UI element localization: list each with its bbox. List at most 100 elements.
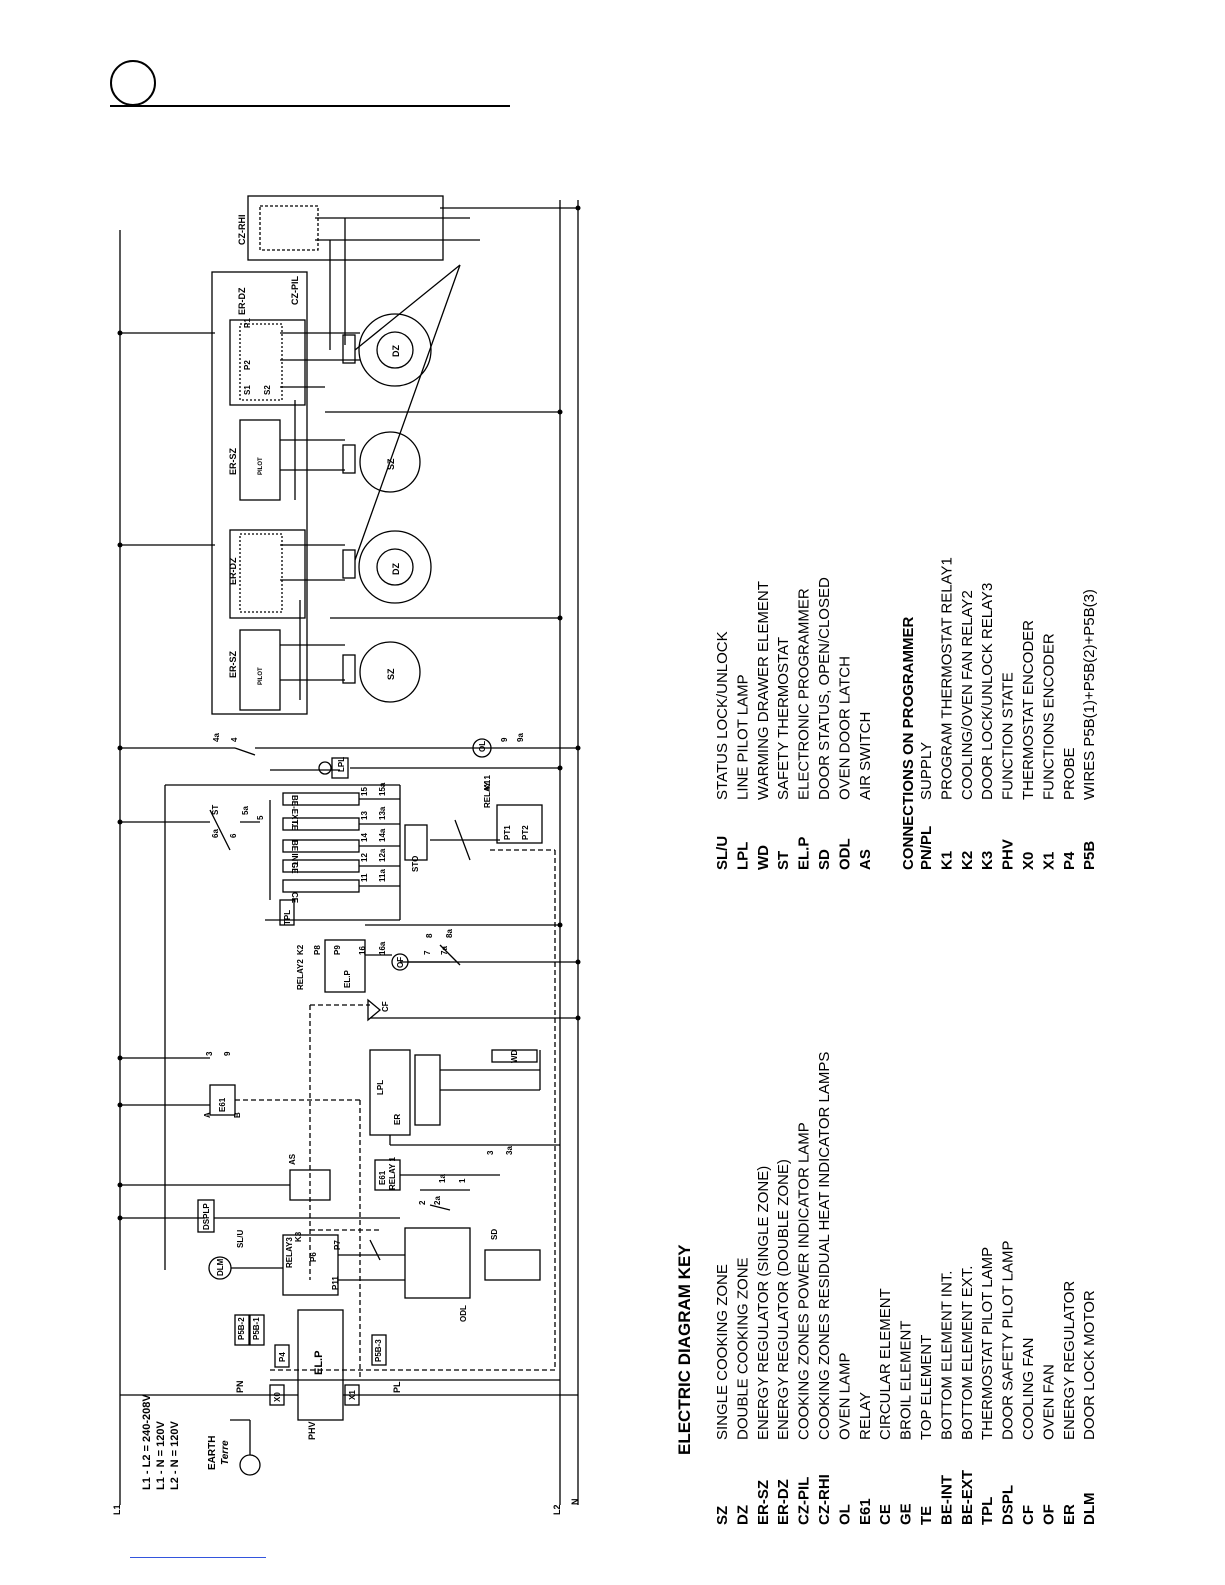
label-p8: P8 xyxy=(313,945,322,955)
key-code: EL.P xyxy=(796,837,813,870)
oven-lamp-ol xyxy=(472,738,492,758)
key-description: WIRES P5B(1)+P5B(2)+P5B(3) xyxy=(1081,589,1098,800)
terminal-12a: 12a xyxy=(378,848,387,862)
key-code: K3 xyxy=(979,851,996,870)
zone-dz-2 xyxy=(358,530,432,604)
label-sz-2: SZ xyxy=(386,668,396,680)
key-description: AIR SWITCH xyxy=(857,712,874,800)
terminal-13a: 13a xyxy=(378,806,387,820)
label-ol: OL xyxy=(478,741,487,752)
label-p9: P9 xyxy=(333,945,342,955)
label-st: ST xyxy=(211,805,220,815)
key-code: LPL xyxy=(734,842,751,870)
label-ce: CE xyxy=(290,892,299,904)
label-as: AS xyxy=(288,1153,297,1165)
er-sz-2-box xyxy=(239,629,281,711)
key-code: PN/PL xyxy=(918,826,935,870)
terminal-p1: P1 xyxy=(243,318,252,328)
key-description: SUPPLY xyxy=(918,742,935,800)
key-code: BE-EXT xyxy=(959,1470,976,1525)
key-code: DLM xyxy=(1081,1493,1098,1526)
label-slu: SL/U xyxy=(236,1230,245,1248)
junction-dots xyxy=(117,205,581,1221)
label-p6: P6 xyxy=(309,1252,318,1262)
label-sz-1: SZ xyxy=(386,458,396,470)
terminal-p2: P2 xyxy=(243,360,252,370)
key-code: DSPL xyxy=(1000,1485,1017,1525)
key-code: CE xyxy=(877,1504,894,1525)
label-p4: P4 xyxy=(278,1352,287,1362)
label-p11: P11 xyxy=(331,1276,340,1290)
key-description: COOLING/OVEN FAN RELAY2 xyxy=(959,590,976,800)
label-lpl: LPL xyxy=(337,757,346,772)
terminal-s2: S2 xyxy=(263,385,272,395)
label-of: OF xyxy=(396,957,405,968)
terminal-13: 13 xyxy=(360,811,369,820)
label-k2: K2 xyxy=(296,944,305,955)
terminal-7: 7 xyxy=(423,950,432,955)
key-code: OF xyxy=(1040,1504,1057,1525)
label-ge: GE xyxy=(290,862,299,874)
key-code: TPL xyxy=(979,1497,996,1525)
terminal-14: 14 xyxy=(360,833,369,842)
terminal-2: 2 xyxy=(418,1200,427,1205)
terminal-7a: 7a xyxy=(440,946,449,955)
label-b: B xyxy=(233,1112,242,1118)
key-code: ER-SZ xyxy=(755,1480,772,1525)
label-tpl: TPL xyxy=(283,910,292,925)
terminal-1a: 1a xyxy=(438,1174,447,1183)
key-code: X0 xyxy=(1020,852,1037,870)
key-code: GE xyxy=(898,1503,915,1525)
relay1-box xyxy=(496,804,543,844)
key-code: PHV xyxy=(1000,839,1017,870)
key-code: SL/U xyxy=(714,836,731,870)
key-description: STATUS LOCK/UNLOCK xyxy=(714,631,731,800)
label-er-sz-1: ER-SZ xyxy=(228,447,238,475)
key-description: FUNCTION STATE xyxy=(1000,672,1017,800)
zone-sz-2 xyxy=(359,641,421,703)
voltage-line-1: L1 - L2 = 240-208V xyxy=(141,1394,153,1490)
key-description: ENERGY REGULATOR (SINGLE ZONE) xyxy=(755,1166,772,1440)
label-pilot-2: PILOT xyxy=(258,667,264,685)
label-n: N xyxy=(570,1499,580,1506)
terminal-6a: 6a xyxy=(211,829,220,838)
key-code: CZ-PIL xyxy=(796,1477,813,1525)
sd-box xyxy=(484,1249,541,1281)
terminal-12: 12 xyxy=(360,853,369,862)
label-lpl-wd: LPL xyxy=(376,1080,385,1095)
key-code: ODL xyxy=(836,838,853,870)
key-description: FUNCTIONS ENCODER xyxy=(1040,633,1057,800)
label-dlm: DLM xyxy=(216,1258,225,1276)
label-be-ext: BE-EXT. xyxy=(290,795,299,826)
terminal-2a: 2a xyxy=(433,1196,442,1205)
key-description: RELAY xyxy=(857,1392,874,1440)
terminal-9a: 9a xyxy=(516,733,525,742)
key-description: COOKING ZONES POWER INDICATOR LAMP xyxy=(796,1122,813,1440)
key-code: BE-INT xyxy=(938,1475,955,1525)
label-dspl: DSPLP xyxy=(202,1203,211,1230)
label-relay1: RELAY 1 xyxy=(483,775,492,808)
terminal-1: 1 xyxy=(458,1178,467,1183)
label-earth: EARTH xyxy=(207,1436,218,1470)
label-relay3: RELAY3 xyxy=(285,1237,294,1268)
terminal-15a: 15a xyxy=(378,782,387,796)
key-description: SAFETY THERMOSTAT xyxy=(775,637,792,800)
key-description: ENERGY REGULATOR (DOUBLE ZONE) xyxy=(775,1159,792,1440)
key-code: DZ xyxy=(734,1505,751,1525)
label-terre: Terre xyxy=(220,1440,231,1465)
key-code: CF xyxy=(1020,1505,1037,1525)
footer-link-underline[interactable] xyxy=(130,1557,266,1558)
label-pilot-1: PILOT xyxy=(258,457,264,475)
key-description: WARMING DRAWER ELEMENT xyxy=(755,581,772,800)
key-code: X1 xyxy=(1040,852,1057,870)
terminal-9: 9 xyxy=(500,737,509,742)
key-code: ER-DZ xyxy=(775,1479,792,1525)
key-description: DOUBLE COOKING ZONE xyxy=(734,1257,751,1440)
label-relay1-small: RELAY 1 xyxy=(388,1157,397,1190)
label-cz-rhi: CZ-RHI xyxy=(237,215,247,246)
key-description: CIRCULAR ELEMENT xyxy=(877,1288,894,1440)
key-description: PROBE xyxy=(1061,747,1078,800)
label-p7: P7 xyxy=(333,1240,342,1250)
